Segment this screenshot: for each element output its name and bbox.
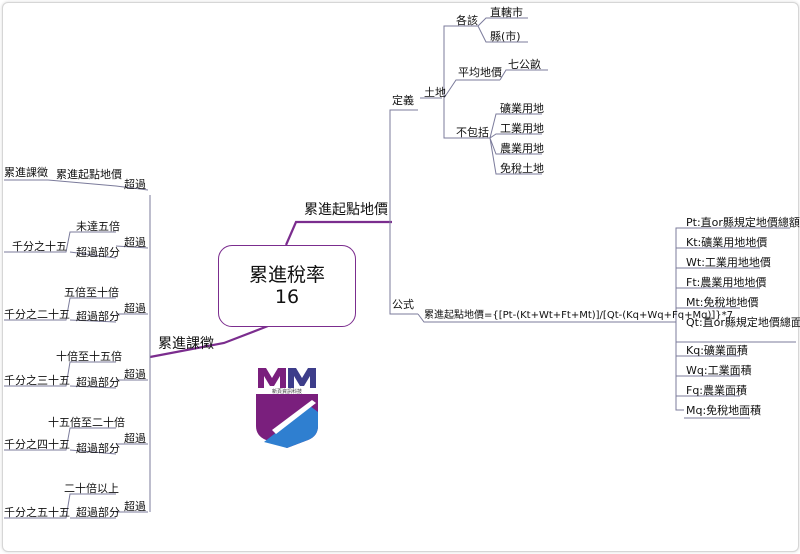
tier-exceed: 超過 — [124, 432, 146, 445]
node-municipality: 直轄市 — [490, 6, 523, 19]
formula-term: Wq:工業面積 — [686, 364, 752, 377]
tier-rate: 累進課徵 — [4, 166, 48, 179]
node-excludes: 不包括 — [456, 126, 489, 139]
tier-condition: 十倍至十五倍 — [56, 350, 122, 363]
node-tax-exempt-land: 免稅土地 — [500, 162, 544, 175]
tier-portion: 超過部分 — [76, 442, 120, 455]
company-logo: 新頁資訊科技 — [250, 364, 324, 450]
formula-expression: 累進起點地價={[Pt-(Kt+Wt+Ft+Mt)]/[Qt-(Kq+Wq+Fq… — [424, 310, 734, 321]
tier-portion: 超過部分 — [76, 376, 120, 389]
tier-portion: 超過部分 — [76, 246, 120, 259]
node-average-price: 平均地價 — [458, 66, 502, 79]
tier-condition: 未達五倍 — [76, 220, 120, 233]
tier-rate: 千分之二十五 — [4, 308, 70, 321]
tier-exceed: 超過 — [124, 368, 146, 381]
central-number: 16 — [274, 286, 300, 308]
tier-exceed: 超過 — [124, 302, 146, 315]
tier-rate: 千分之四十五 — [4, 438, 70, 451]
tier-rate: 千分之三十五 — [4, 374, 70, 387]
tier-condition: 累進起點地價 — [56, 168, 122, 181]
main-branch-left — [149, 324, 269, 359]
tier-portion: 超過部分 — [76, 310, 120, 323]
node-progressive-levy: 累進課徵 — [158, 336, 214, 352]
node-each: 各該 — [456, 14, 478, 27]
formula-term: Kt:礦業用地地價 — [686, 236, 768, 249]
tier-exceed: 超過 — [124, 500, 146, 513]
node-county-city: 縣(市) — [490, 30, 521, 43]
tier-exceed: 超過 — [124, 236, 146, 249]
tier-portion: 超過部分 — [76, 506, 120, 519]
logo-text: 新頁資訊科技 — [272, 388, 302, 395]
node-seven-ares: 七公畝 — [508, 58, 541, 71]
tier-exceed: 超過 — [124, 178, 146, 191]
formula-term: Qt:直or縣規定地價總面積 — [686, 316, 800, 329]
formula-term: Wt:工業用地地價 — [686, 256, 771, 269]
node-progressive-start-price: 累進起點地價 — [304, 202, 388, 218]
central-node: 累進稅率 16 — [218, 245, 356, 327]
node-land: 土地 — [424, 86, 446, 99]
node-definition: 定義 — [392, 94, 414, 107]
formula-term: Fq:農業面積 — [686, 384, 748, 397]
node-agricultural-land: 農業用地 — [500, 142, 544, 155]
formula-term: Mq:免稅地面積 — [686, 404, 762, 417]
formula-term: Pt:直or縣規定地價總額 — [686, 216, 800, 229]
tier-condition: 二十倍以上 — [64, 482, 119, 495]
central-title: 累進稅率 — [248, 264, 325, 286]
node-mining-land: 礦業用地 — [500, 102, 544, 115]
tier-condition: 五倍至十倍 — [64, 286, 119, 299]
formula-term: Kq:礦業面積 — [686, 344, 748, 357]
tier-condition: 十五倍至二十倍 — [48, 416, 125, 429]
formula-term: Mt:免稅地地價 — [686, 296, 759, 309]
tier-rate: 千分之十五 — [12, 240, 67, 253]
formula-term: Ft:農業用地地價 — [686, 276, 767, 289]
main-branch-top — [284, 220, 392, 246]
node-industrial-land: 工業用地 — [500, 122, 544, 135]
tier-rate: 千分之五十五 — [4, 506, 70, 519]
node-formula: 公式 — [392, 298, 414, 311]
